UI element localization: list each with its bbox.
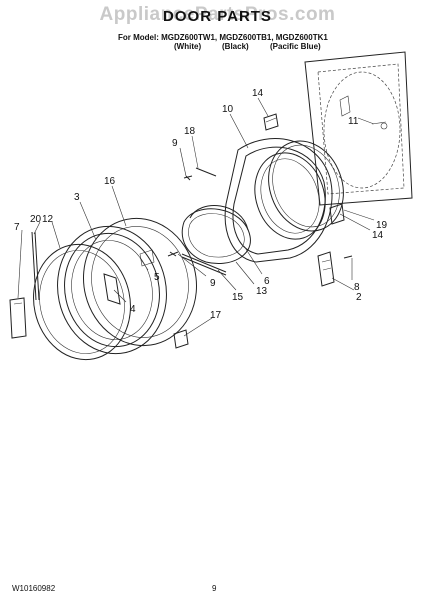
door-trim-ring — [57, 225, 167, 355]
door-gasket — [268, 140, 344, 232]
callout-19: 19 — [376, 220, 388, 231]
model-list: For Model: MGDZ600TW1, MGDZ600TB1, MGDZ6… — [118, 33, 328, 42]
screws — [167, 167, 353, 259]
callout-5: 5 — [154, 272, 160, 283]
callout-13: 13 — [256, 286, 268, 297]
callout-12: 12 — [42, 214, 54, 225]
callout-15: 15 — [232, 292, 244, 303]
callout-2: 2 — [356, 292, 362, 303]
callout-11: 11 — [348, 116, 359, 127]
callout-9-top: 9 — [172, 138, 178, 149]
leader-lines — [17, 97, 375, 337]
callout-9-lower: 9 — [210, 278, 216, 289]
callout-14-top: 14 — [252, 88, 264, 99]
callout-20: 20 — [30, 214, 42, 225]
page-title: DOOR PARTS — [163, 8, 272, 25]
document-number: W10160982 — [12, 584, 56, 593]
callout-6: 6 — [264, 276, 270, 287]
door-latch — [317, 251, 335, 287]
callout-labels: 14 10 18 11 9 16 3 20 7 12 5 4 19 14 6 9… — [14, 88, 388, 321]
outer-window — [33, 243, 131, 361]
watermark: AppliancePartsPros.com — [99, 4, 336, 25]
callout-7: 7 — [14, 222, 20, 233]
hinge-bracket-top — [263, 113, 279, 131]
handle-cover — [9, 297, 27, 339]
handle-strip — [31, 231, 40, 301]
callout-8: 8 — [354, 282, 360, 293]
lower-hinge — [173, 329, 189, 349]
door-handle — [103, 273, 121, 305]
cabinet-front-panel — [304, 51, 413, 206]
hinge-bracket-lower — [329, 203, 345, 225]
inner-door-ring — [224, 138, 333, 263]
door-rod — [181, 253, 227, 276]
callout-3: 3 — [74, 192, 80, 203]
callout-4: 4 — [130, 304, 136, 315]
callout-16: 16 — [104, 176, 116, 187]
callout-10: 10 — [222, 104, 234, 115]
callout-14-lower: 14 — [372, 230, 384, 241]
variant-pacific-blue: (Pacific Blue) — [270, 42, 321, 51]
page-number: 9 — [212, 584, 217, 593]
outer-door-frame — [83, 217, 197, 347]
variant-white: (White) — [174, 42, 202, 51]
callout-17: 17 — [210, 310, 222, 321]
door-glass — [181, 205, 251, 264]
callout-18: 18 — [184, 126, 196, 137]
variant-black: (Black) — [222, 42, 249, 51]
